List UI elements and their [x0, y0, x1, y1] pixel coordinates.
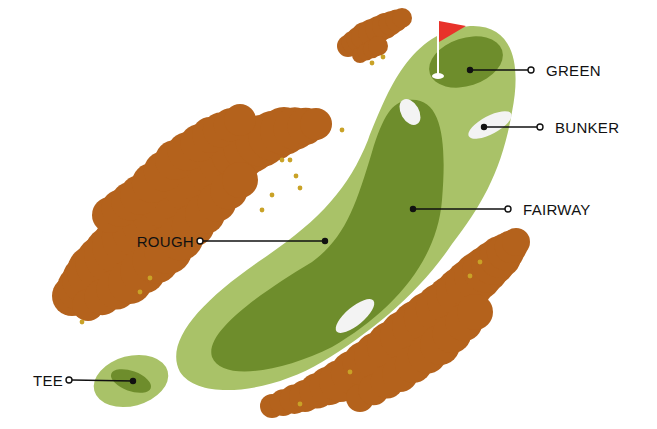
tree-dot: [280, 158, 285, 163]
bunker: [465, 106, 516, 144]
tree-dot: [298, 402, 303, 407]
rough-area: [176, 26, 515, 390]
tree-clusters: [52, 8, 530, 418]
tree-dot: [340, 128, 345, 133]
tree-dot: [348, 370, 353, 375]
tree-dot: [478, 260, 483, 265]
tree-dot: [381, 55, 386, 60]
part-label: BUNKER: [555, 120, 619, 135]
fairway: [211, 100, 443, 372]
tree-dot: [138, 290, 143, 295]
flag-pole: [437, 20, 439, 76]
tree-dot: [298, 186, 303, 191]
bunker: [395, 95, 425, 128]
leader-lines: [66, 67, 543, 384]
tree-blob: [222, 162, 258, 198]
part-label: GREEN: [546, 63, 601, 78]
flag: [439, 21, 466, 42]
putting-green: [422, 27, 509, 96]
tree-dot: [148, 276, 153, 281]
tree-blob: [300, 108, 332, 140]
tree-blob: [392, 8, 412, 28]
tree-dot: [468, 274, 473, 279]
tree-dot: [288, 158, 293, 163]
part-label: FAIRWAY: [523, 202, 591, 217]
tree-dot: [270, 193, 275, 198]
tree-blob: [502, 228, 530, 256]
tree-dot: [370, 61, 375, 66]
tree-dots: [80, 55, 483, 407]
tree-dot: [80, 320, 85, 325]
tree-blob: [224, 104, 256, 136]
bunker: [331, 294, 379, 339]
part-label: ROUGH: [137, 234, 194, 249]
tree-blob: [368, 36, 388, 56]
tree-dot: [294, 174, 299, 179]
tree-blob: [457, 294, 493, 330]
part-label: TEE: [33, 373, 63, 388]
tree-dot: [260, 208, 265, 213]
